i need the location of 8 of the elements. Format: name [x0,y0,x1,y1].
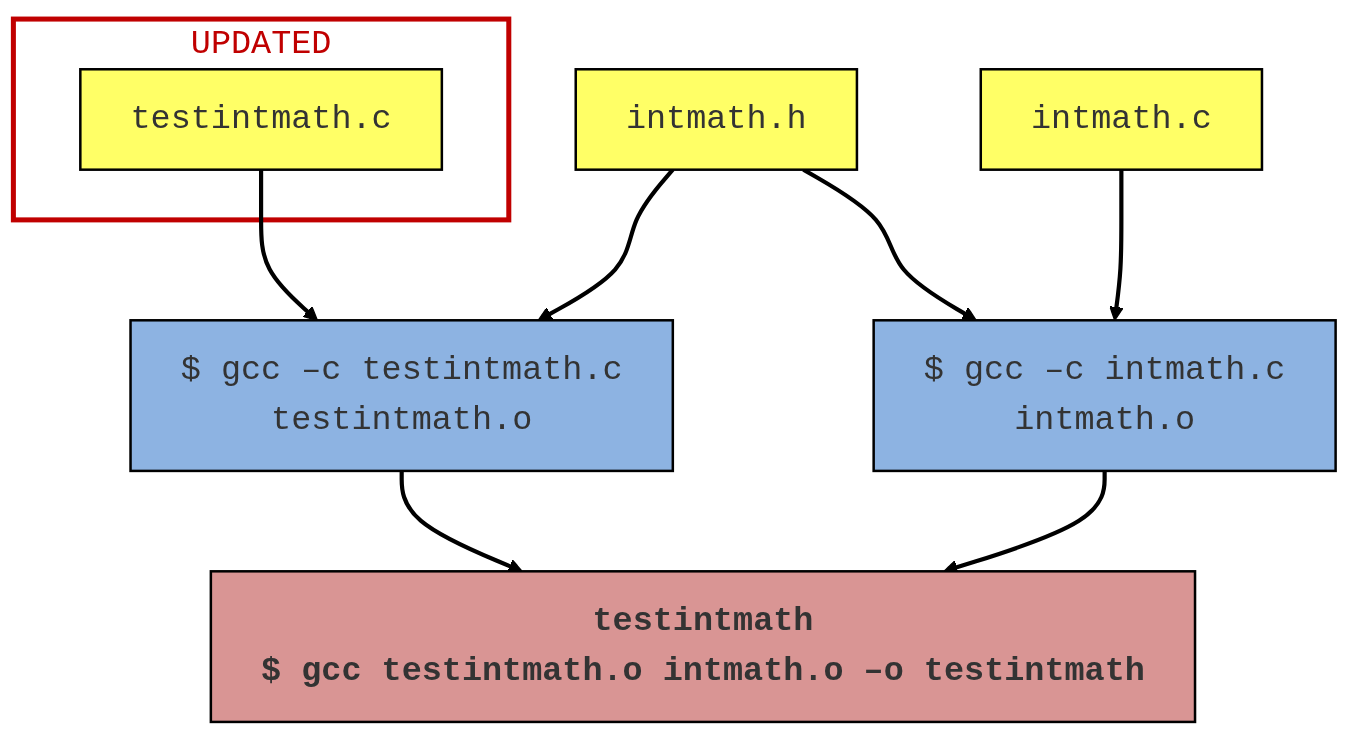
node-box: intmath.h [574,68,859,171]
node-box: testintmath $ gcc testintmath.o intmath.o –o testintmath [209,570,1197,724]
node-box: $ gcc –c intmath.c intmath.o [872,319,1337,473]
node-box: testintmath.c [79,68,444,171]
node-box: intmath.c [979,68,1264,171]
arrow [1109,169,1124,321]
arrow [259,169,318,321]
node-box: $ gcc –c testintmath.c testintmath.o [129,319,675,473]
